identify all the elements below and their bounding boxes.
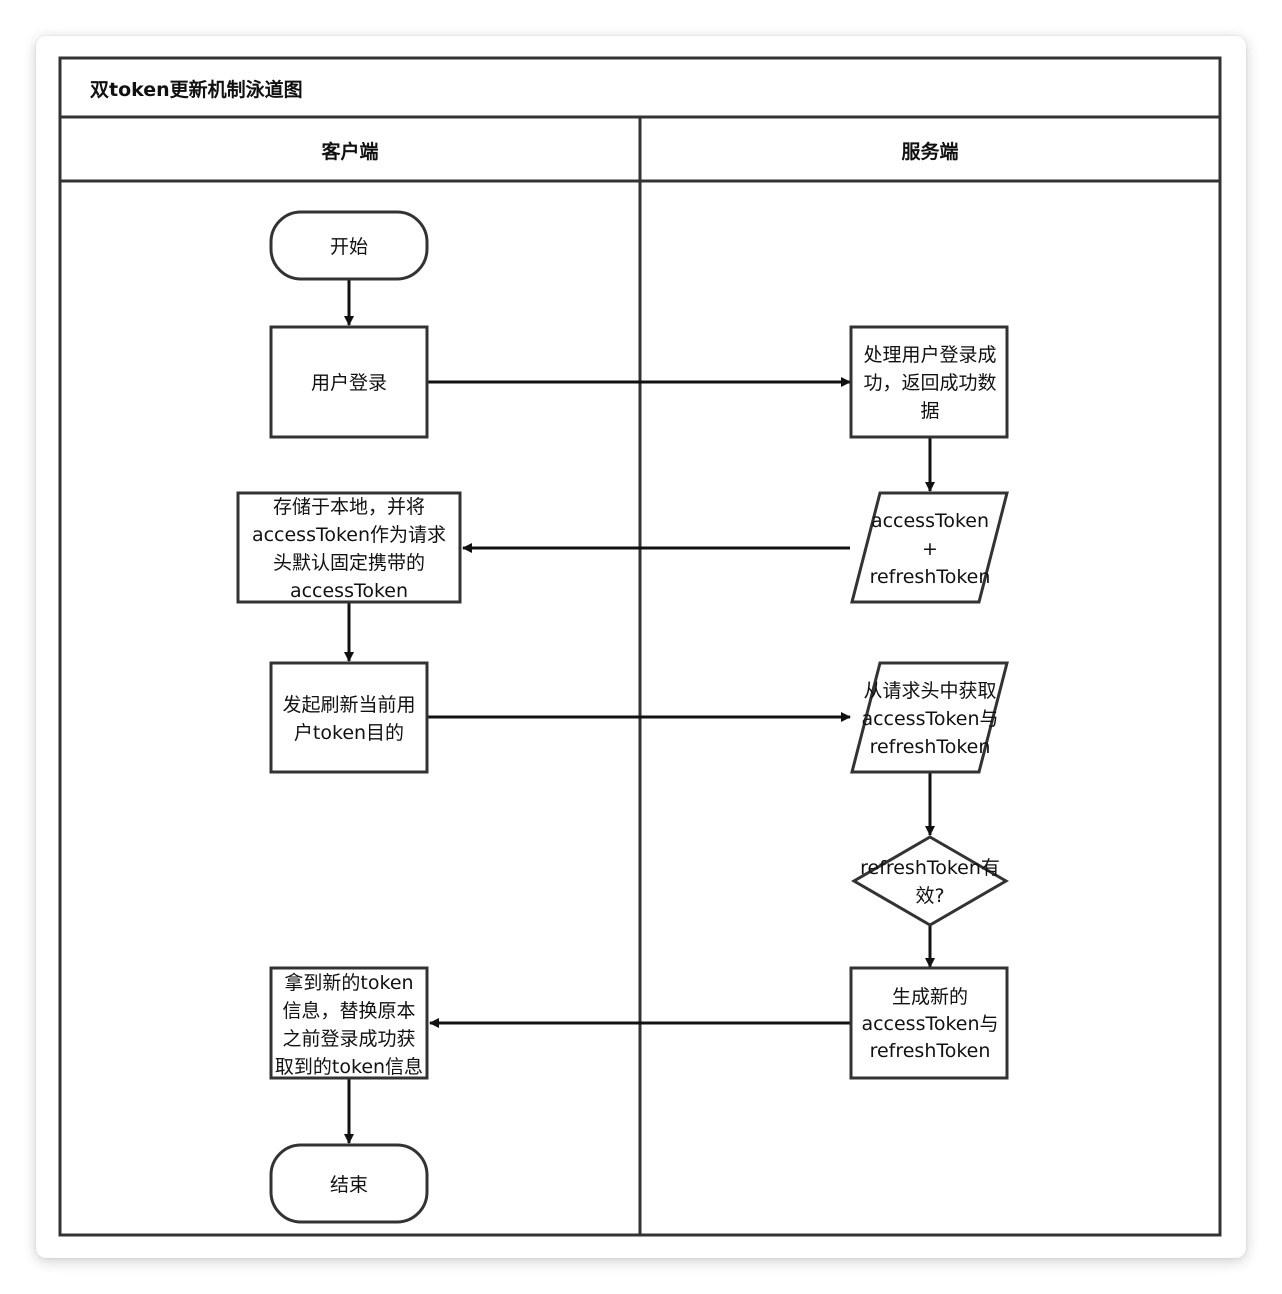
node-label-line: 之前登录成功获 <box>282 1028 415 1050</box>
node-label-line: 效? <box>915 885 944 907</box>
node-label-line: 拿到新的token <box>284 971 413 994</box>
node-label-line: 信息，替换原本 <box>282 1000 415 1022</box>
node-label-line: 据 <box>920 400 939 422</box>
node-label-line: 户token目的 <box>294 722 404 744</box>
node-end-label: 结束 <box>330 1174 368 1196</box>
node-label-line: accessToken与 <box>861 708 998 730</box>
node-label-line: 处理用户登录成 <box>863 344 996 366</box>
node-label-line: accessToken作为请求 <box>252 524 446 546</box>
lane-title-server: 服务端 <box>901 140 958 163</box>
node-label-line: accessToken与 <box>861 1013 998 1035</box>
node-refresh-request: 发起刷新当前用户token目的 <box>269 661 429 774</box>
node-token-valid-decision: refreshToken有效? <box>851 835 1009 927</box>
node-start-label: 开始 <box>330 236 368 258</box>
node-label-line: 开始 <box>330 236 368 258</box>
node-label-line: accessToken <box>290 580 408 602</box>
node-server-login-label: 处理用户登录成功，返回成功数据 <box>863 344 996 422</box>
node-extract-tokens: 从请求头中获取 accessToken与 refreshToken <box>850 661 1009 774</box>
node-label-line: 功，返回成功数 <box>863 372 996 394</box>
node-label-line: 结束 <box>330 1174 368 1196</box>
node-generate-tokens: 生成新的 accessToken与 refreshToken <box>849 966 1009 1080</box>
node-label-line: accessToken <box>871 510 989 532</box>
node-tokens-output: accessToken + refreshToken <box>850 491 1009 604</box>
node-end: 结束 <box>269 1143 429 1224</box>
node-label-line: 头默认固定携带的 <box>273 552 425 574</box>
node-label-line: refreshToken <box>870 566 991 588</box>
node-label-line: + <box>922 538 938 560</box>
node-label-line: 存储于本地，并将 <box>273 496 425 518</box>
node-store-token-label: 存储于本地，并将 accessToken作为请求头默认固定携带的 accessTok… <box>252 496 446 602</box>
node-label-line: 用户登录 <box>311 372 387 394</box>
node-tokens-output-label: accessToken + refreshToken <box>870 510 991 588</box>
node-label-line: refreshToken <box>870 736 991 758</box>
node-label-line: refreshToken有 <box>860 857 1000 879</box>
node-label-line: 取到的token信息 <box>275 1056 423 1078</box>
lane-title-client: 客户端 <box>321 140 378 163</box>
node-refresh-request-label: 发起刷新当前用户token目的 <box>282 694 415 744</box>
node-label-line: 生成新的 <box>892 986 968 1008</box>
node-token-valid-decision-label: refreshToken有效? <box>860 857 1000 907</box>
node-label-line: 发起刷新当前用 <box>282 694 415 716</box>
node-extract-tokens-label: 从请求头中获取 accessToken与 refreshToken <box>861 680 998 758</box>
node-label-line: refreshToken <box>870 1040 991 1062</box>
node-server-login: 处理用户登录成功，返回成功数据 <box>849 325 1009 439</box>
node-start: 开始 <box>269 210 429 281</box>
node-replace-token-label: 拿到新的token 信息，替换原本之前登录成功获取到的token信息 <box>275 971 423 1078</box>
node-replace-token: 拿到新的token 信息，替换原本之前登录成功获取到的token信息 <box>269 966 429 1080</box>
pool-title: 双token更新机制泳道图 <box>90 78 303 101</box>
node-user-login: 用户登录 <box>269 325 429 439</box>
node-generate-tokens-label: 生成新的 accessToken与 refreshToken <box>861 986 998 1062</box>
node-store-token: 存储于本地，并将 accessToken作为请求头默认固定携带的 accessTok… <box>236 491 462 604</box>
node-user-login-label: 用户登录 <box>311 372 387 394</box>
node-label-line: 从请求头中获取 <box>863 680 996 702</box>
